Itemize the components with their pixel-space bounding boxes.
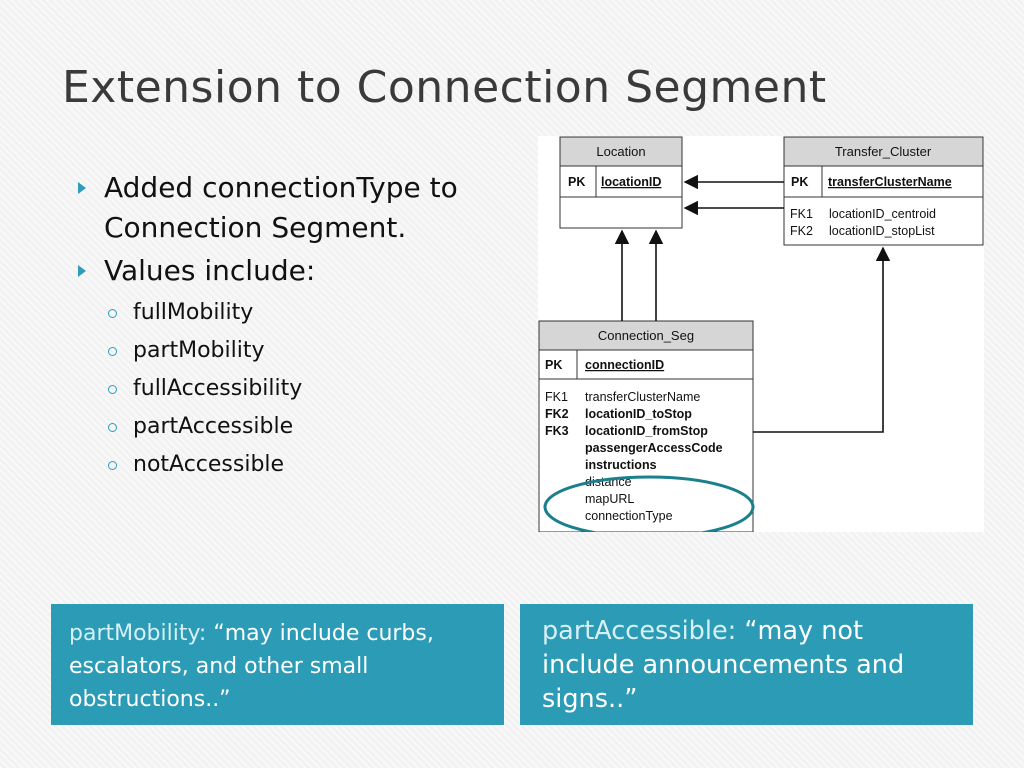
- circle-bullet-icon: [108, 385, 117, 394]
- sub-bullet-item: partAccessible: [105, 408, 506, 446]
- sub-bullet-text: partMobility: [133, 338, 265, 363]
- circle-bullet-icon: [108, 423, 117, 432]
- transfer-cluster-entity: Transfer_Cluster PK transferClusterName …: [783, 136, 984, 246]
- location-entity-name: Location: [596, 144, 645, 159]
- circle-bullet-icon: [108, 309, 117, 318]
- connection-seg-field: connectionType: [585, 509, 673, 523]
- transfer-cluster-entity-name: Transfer_Cluster: [835, 144, 932, 159]
- connection-seg-field: transferClusterName: [585, 390, 700, 404]
- transfer-cluster-field: locationID_stopList: [829, 224, 935, 238]
- connection-seg-pk-field: connectionID: [585, 358, 664, 372]
- connection-seg-field: mapURL: [585, 492, 634, 506]
- connection-seg-fk-label: FK2: [545, 407, 569, 421]
- bullet-item: Added connectionType to Connection Segme…: [76, 168, 506, 248]
- sub-bullet-text: partAccessible: [133, 414, 294, 439]
- connection-seg-field: instructions: [585, 458, 657, 472]
- connection-seg-field: locationID_fromStop: [585, 424, 708, 438]
- sub-bullet-text: notAccessible: [133, 452, 285, 477]
- location-entity: Location PK locationID: [559, 136, 683, 229]
- transfer-cluster-fk-label: FK2: [790, 224, 813, 238]
- location-pk-field: locationID: [601, 175, 661, 189]
- callout-term: partAccessible:: [542, 616, 737, 646]
- location-pk-label: PK: [568, 175, 585, 189]
- callout-quote: “may not include announcements and signs…: [542, 616, 905, 714]
- sub-bullet-item: fullMobility: [105, 294, 506, 332]
- transfer-cluster-pk-label: PK: [791, 175, 808, 189]
- transfer-cluster-fk-label: FK1: [790, 207, 813, 221]
- sub-bullet-text: fullAccessibility: [133, 376, 303, 401]
- connection-seg-entity-name: Connection_Seg: [598, 328, 694, 343]
- slide-title: Extension to Connection Segment: [62, 62, 827, 113]
- relationship-arrow: [753, 246, 891, 433]
- sub-bullet-item: notAccessible: [105, 446, 506, 484]
- triangle-bullet-icon: [78, 182, 86, 194]
- highlight-ellipse: [543, 475, 755, 532]
- connection-seg-entity: Connection_Seg PK connectionID FK1 FK2 F…: [538, 320, 754, 532]
- er-diagram: Location PK locationID Transfer_Cluster …: [538, 136, 984, 532]
- er-diagram-svg: Location PK locationID Transfer_Cluster …: [538, 136, 984, 532]
- circle-bullet-icon: [108, 461, 117, 470]
- connection-seg-fk-label: FK1: [545, 390, 568, 404]
- callout-quote: “may include curbs, escalators, and othe…: [69, 621, 434, 712]
- connection-seg-field: passengerAccessCode: [585, 441, 723, 455]
- bullet-item: Values include:: [76, 251, 506, 291]
- triangle-bullet-icon: [78, 265, 86, 277]
- connection-seg-fk-label: FK3: [545, 424, 569, 438]
- transfer-cluster-field: locationID_centroid: [829, 207, 936, 221]
- sub-bullet-text: fullMobility: [133, 300, 254, 325]
- sub-bullet-item: partMobility: [105, 332, 506, 370]
- circle-bullet-icon: [108, 347, 117, 356]
- bullet-list: Added connectionType to Connection Segme…: [76, 168, 506, 484]
- bullet-text: Added connectionType to Connection Segme…: [104, 171, 458, 244]
- callout-part-accessible: partAccessible: “may not include announc…: [520, 604, 973, 725]
- connection-seg-pk-label: PK: [545, 358, 562, 372]
- callout-term: partMobility:: [69, 621, 207, 646]
- callout-part-mobility: partMobility: “may include curbs, escala…: [51, 604, 504, 725]
- bullet-text: Values include:: [104, 254, 316, 287]
- transfer-cluster-pk-field: transferClusterName: [828, 175, 952, 189]
- connection-seg-field: locationID_toStop: [585, 407, 692, 421]
- sub-bullet-item: fullAccessibility: [105, 370, 506, 408]
